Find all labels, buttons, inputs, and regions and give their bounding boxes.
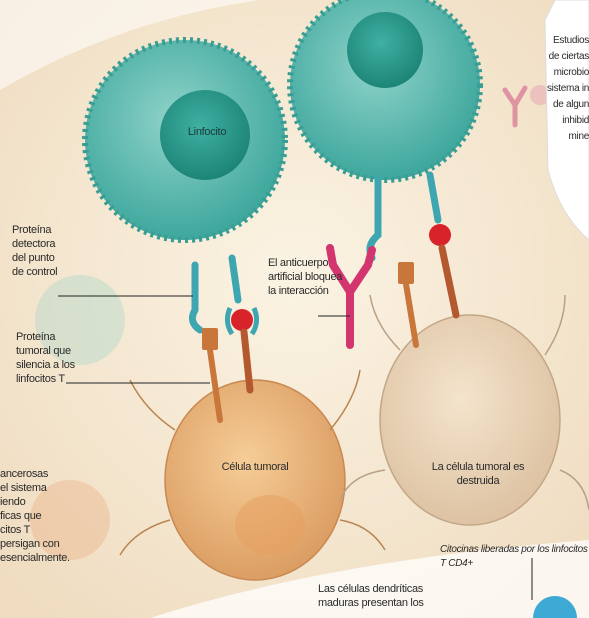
info-panel-text: Estudios de ciertas microbio sistema in … xyxy=(538,33,589,145)
tumor-silencing-protein-label: Proteína tumoral que silencia a los linf… xyxy=(16,330,86,386)
tumor-cell-label: Célula tumoral xyxy=(205,460,305,474)
destroyed-cell-label: La célula tumoral es destruida xyxy=(418,460,538,488)
left-side-text: ancerosas el sistema iendo ficas que cit… xyxy=(0,467,70,565)
dendritic-cells-label: Las células dendríticas maduras presenta… xyxy=(318,582,438,610)
antibody-label: El anticuerpo artificial bloquea la inte… xyxy=(268,256,363,298)
lymphocyte-label: Linfocito xyxy=(182,125,232,139)
lymphocyte-left xyxy=(85,40,285,240)
cytokines-label: Citocinas liberadas por los linfocitos T… xyxy=(440,543,589,571)
checkpoint-detector-protein-label: Proteína detectora del punto de control xyxy=(12,223,72,279)
